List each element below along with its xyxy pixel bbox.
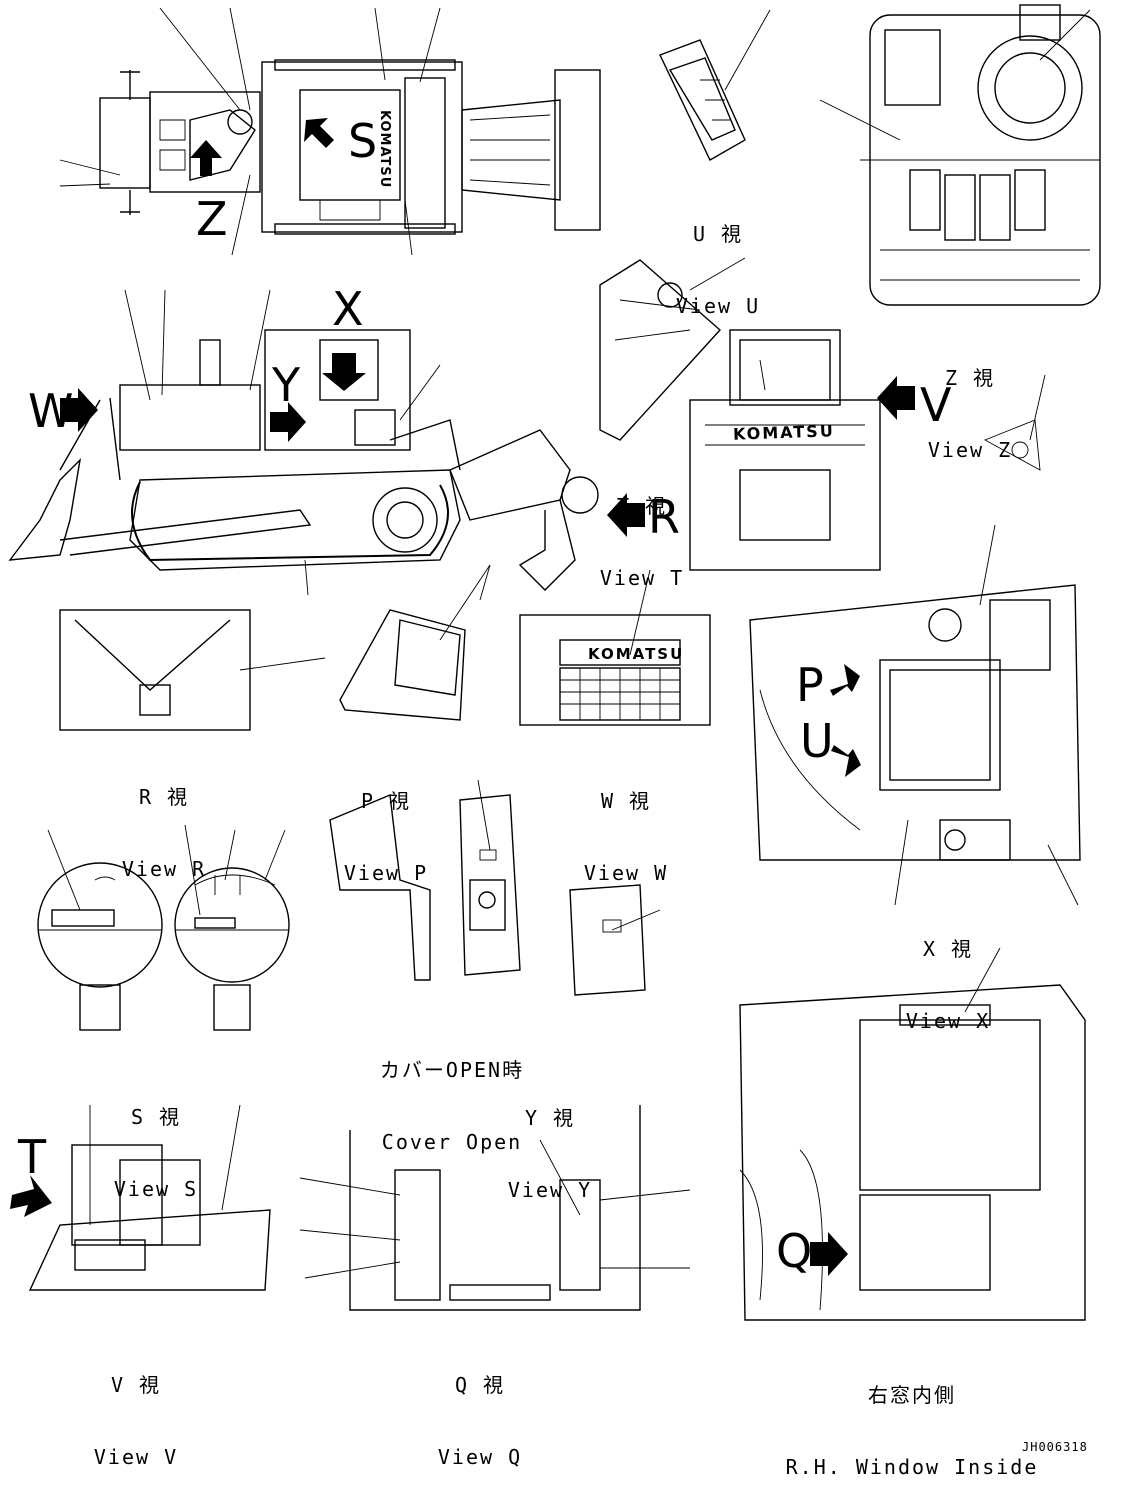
caption-view-r-en: View R bbox=[121, 857, 207, 881]
view-v-lower-sketch bbox=[10, 1104, 271, 1291]
caption-rh-window: 右窓内側 R.H. Window Inside bbox=[786, 1335, 1039, 1503]
view-p-sketch bbox=[339, 564, 491, 721]
caption-view-p: P 視 View P bbox=[344, 741, 428, 909]
marker-s: S bbox=[348, 114, 378, 168]
drawing-code: JH006318 bbox=[1022, 1440, 1088, 1454]
caption-view-v-en: View V bbox=[93, 1445, 179, 1469]
caption-view-u-jp: U 視 bbox=[692, 222, 744, 246]
caption-view-s-en: View S bbox=[113, 1177, 199, 1201]
view-z-engine bbox=[819, 4, 1101, 306]
marker-r: R bbox=[648, 490, 680, 544]
view-w-grille bbox=[519, 569, 711, 726]
caption-view-t-jp: T 視 bbox=[616, 494, 668, 518]
caption-cover-open: カバーOPEN時 Cover Open bbox=[380, 1010, 524, 1178]
view-x-floor bbox=[749, 524, 1081, 906]
caption-view-y: Y 視 View Y bbox=[508, 1058, 592, 1226]
caption-view-z-en: View Z bbox=[927, 438, 1013, 462]
marker-q: Q bbox=[776, 1224, 813, 1278]
caption-view-v: V 視 View V bbox=[94, 1325, 178, 1493]
caption-view-u-en: View U bbox=[675, 294, 761, 318]
brand-logo-top: KOMATSU bbox=[377, 110, 392, 189]
marker-y: Y bbox=[272, 358, 301, 412]
caption-rh-window-en: R.H. Window Inside bbox=[785, 1455, 1039, 1479]
view-v-rear bbox=[689, 329, 1046, 571]
brand-logo-grille: KOMATSU bbox=[588, 645, 685, 663]
caption-view-t: T 視 View T bbox=[600, 446, 684, 614]
caption-view-y-jp: Y 視 bbox=[524, 1106, 576, 1130]
marker-w: W bbox=[28, 384, 74, 438]
view-q-sketch bbox=[299, 1105, 691, 1311]
view-t-detail bbox=[599, 257, 746, 441]
caption-view-q: Q 視 View Q bbox=[438, 1325, 522, 1493]
side-view-machine bbox=[8, 289, 645, 601]
caption-view-r: R 視 View R bbox=[122, 737, 206, 905]
caption-view-s: S 視 View S bbox=[114, 1057, 198, 1225]
caption-view-x-en: View X bbox=[905, 1009, 991, 1033]
marker-z: Z bbox=[196, 192, 228, 246]
caption-view-w: W 視 View W bbox=[584, 741, 668, 909]
top-view-machine bbox=[59, 7, 601, 256]
marker-v: V bbox=[920, 378, 952, 432]
caption-rh-window-jp: 右窓内側 bbox=[868, 1383, 956, 1407]
caption-view-y-en: View Y bbox=[507, 1178, 593, 1202]
view-s-tanks bbox=[37, 824, 290, 1031]
caption-view-z: Z 視 View Z bbox=[928, 318, 1012, 486]
marker-u: U bbox=[800, 714, 834, 768]
caption-view-q-en: View Q bbox=[437, 1445, 523, 1469]
caption-cover-open-jp: カバーOPEN時 bbox=[379, 1058, 525, 1082]
marker-t: T bbox=[18, 1130, 47, 1184]
caption-view-z-jp: Z 視 bbox=[944, 366, 996, 390]
caption-view-p-jp: P 視 bbox=[360, 789, 412, 813]
brand-logo-rear: KOMATSU bbox=[732, 421, 836, 444]
caption-view-t-en: View T bbox=[599, 566, 685, 590]
caption-cover-open-en: Cover Open bbox=[381, 1130, 523, 1154]
caption-view-s-jp: S 視 bbox=[130, 1105, 182, 1129]
view-r-sketch bbox=[59, 609, 326, 731]
rh-window-sketch bbox=[739, 947, 1086, 1321]
caption-view-x-jp: X 視 bbox=[922, 937, 974, 961]
caption-view-v-jp: V 視 bbox=[110, 1373, 162, 1397]
caption-view-w-en: View W bbox=[583, 861, 669, 885]
decal-location-drawing bbox=[8, 4, 1101, 1321]
cover-open-sketch bbox=[329, 779, 661, 996]
caption-view-r-jp: R 視 bbox=[138, 785, 190, 809]
caption-view-q-jp: Q 視 bbox=[454, 1373, 506, 1397]
caption-view-u: U 視 View U bbox=[676, 174, 760, 342]
marker-x: X bbox=[332, 282, 364, 336]
caption-view-x: X 視 View X bbox=[906, 889, 990, 1057]
marker-p: P bbox=[796, 658, 824, 712]
caption-view-w-jp: W 視 bbox=[600, 789, 652, 813]
view-u-sketch bbox=[659, 9, 771, 161]
caption-view-p-en: View P bbox=[343, 861, 429, 885]
